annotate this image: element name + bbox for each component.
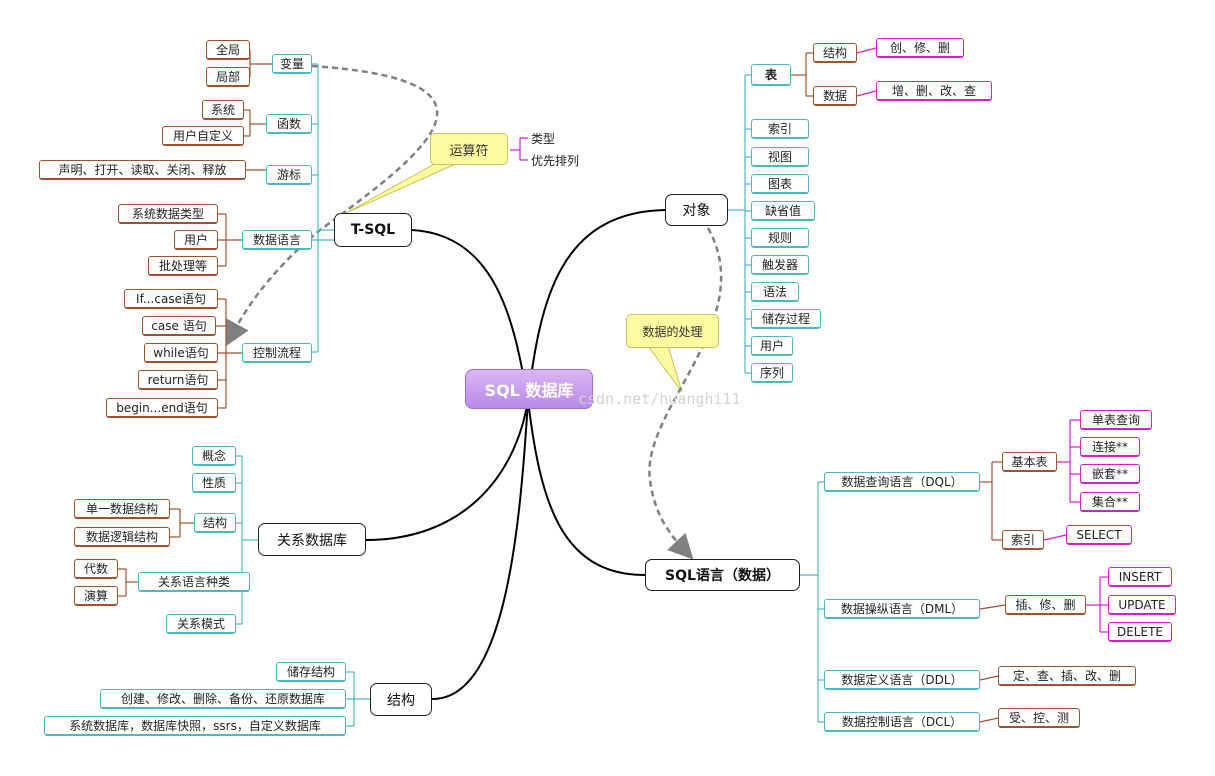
- variable-node[interactable]: 变量: [272, 54, 312, 74]
- structure-node[interactable]: 结构: [370, 683, 432, 716]
- user-node[interactable]: 用户: [174, 230, 218, 250]
- branch-structure-curve: [431, 399, 529, 701]
- data-processing-callout[interactable]: 数据的处理: [626, 314, 719, 348]
- branch-sql-curve: [527, 399, 646, 576]
- watermark: csdn.net/huanghi11: [578, 390, 741, 408]
- table-data-node[interactable]: 数据: [813, 86, 857, 106]
- dcl-node[interactable]: 数据控制语言（DCL）: [824, 712, 980, 732]
- object-rule-node[interactable]: 规则: [751, 228, 809, 248]
- algebra-node[interactable]: 代数: [74, 559, 118, 579]
- system-datatype-node[interactable]: 系统数据类型: [118, 204, 218, 224]
- dashed-arrow-objects-sql: [648, 227, 723, 560]
- object-default-node[interactable]: 缺省值: [751, 201, 815, 221]
- case-node[interactable]: case 语句: [142, 316, 216, 336]
- insert-node[interactable]: INSERT: [1108, 567, 1172, 587]
- tsql-node[interactable]: T-SQL: [334, 213, 412, 247]
- cursor-node[interactable]: 游标: [266, 165, 312, 185]
- branch-objects-curve: [527, 209, 666, 401]
- nature-node[interactable]: 性质: [192, 473, 236, 493]
- objects-node[interactable]: 对象: [665, 194, 728, 226]
- delete-node[interactable]: DELETE: [1108, 622, 1172, 642]
- object-trigger-node[interactable]: 触发器: [751, 255, 809, 275]
- dcl-ops-node[interactable]: 受、控、测: [998, 708, 1080, 728]
- variable-global-node[interactable]: 全局: [206, 40, 250, 60]
- data-ops-node[interactable]: 增、删、改、查: [876, 81, 992, 101]
- object-user-node[interactable]: 用户: [751, 336, 793, 356]
- object-sequence-node[interactable]: 序列: [751, 363, 793, 383]
- function-system-node[interactable]: 系统: [202, 100, 244, 120]
- ddl-node[interactable]: 数据定义语言（DDL）: [824, 670, 980, 690]
- control-flow-node[interactable]: 控制流程: [242, 343, 312, 363]
- center-node[interactable]: SQL 数据库: [465, 369, 593, 409]
- operator-priority-label: 优先排列: [531, 154, 580, 168]
- join-node[interactable]: 连接**: [1080, 437, 1140, 457]
- sql-language-node[interactable]: SQL语言（数据）: [645, 559, 800, 591]
- concept-node[interactable]: 概念: [192, 446, 236, 466]
- object-view-node[interactable]: 视图: [751, 147, 809, 167]
- cursor-ops-node[interactable]: 声明、打开、读取、关闭、释放: [39, 160, 246, 180]
- operator-type-label: 类型: [531, 132, 556, 146]
- system-db-node[interactable]: 系统数据库，数据库快照，ssrs，自定义数据库: [44, 716, 346, 736]
- object-syntax-node[interactable]: 语法: [751, 282, 799, 302]
- relational-structure-node[interactable]: 结构: [194, 513, 236, 533]
- storage-structure-node[interactable]: 储存结构: [276, 662, 346, 682]
- while-node[interactable]: while语句: [144, 343, 218, 363]
- variable-local-node[interactable]: 局部: [206, 67, 250, 87]
- dql-node[interactable]: 数据查询语言（DQL）: [824, 472, 980, 492]
- object-diagram-node[interactable]: 图表: [751, 174, 809, 194]
- logical-structure-node[interactable]: 数据逻辑结构: [74, 527, 170, 547]
- ddl-ops-node[interactable]: 定、查、插、改、删: [998, 666, 1136, 686]
- relational-db-node[interactable]: 关系数据库: [258, 523, 366, 556]
- batch-node[interactable]: 批处理等: [148, 256, 218, 276]
- object-procedure-node[interactable]: 储存过程: [751, 309, 821, 329]
- data-language-node[interactable]: 数据语言: [242, 230, 312, 250]
- dql-basic-table-node[interactable]: 基本表: [1002, 452, 1057, 472]
- nested-node[interactable]: 嵌套**: [1080, 464, 1140, 484]
- dql-index-node[interactable]: 索引: [1002, 530, 1044, 550]
- dashed-arrow-variable-control: [225, 64, 439, 347]
- update-node[interactable]: UPDATE: [1108, 595, 1176, 615]
- begin-end-node[interactable]: begin...end语句: [106, 398, 218, 418]
- single-table-query-node[interactable]: 单表查询: [1080, 410, 1152, 430]
- set-node[interactable]: 集合**: [1080, 492, 1140, 512]
- select-node[interactable]: SELECT: [1066, 525, 1132, 545]
- return-node[interactable]: return语句: [138, 370, 218, 390]
- relational-language-node[interactable]: 关系语言种类: [138, 572, 250, 592]
- structure-ops-node[interactable]: 创、修、删: [876, 38, 964, 58]
- object-index-node[interactable]: 索引: [751, 119, 809, 139]
- function-user-node[interactable]: 用户自定义: [162, 126, 244, 146]
- function-node[interactable]: 函数: [266, 114, 312, 134]
- operator-callout[interactable]: 运算符: [430, 133, 508, 165]
- dml-ops-node[interactable]: 插、修、删: [1005, 595, 1086, 615]
- if-case-node[interactable]: If...case语句: [124, 289, 218, 309]
- relational-schema-node[interactable]: 关系模式: [166, 614, 236, 634]
- calculus-node[interactable]: 演算: [74, 586, 118, 606]
- single-structure-node[interactable]: 单一数据结构: [74, 499, 170, 519]
- table-structure-node[interactable]: 结构: [813, 43, 857, 63]
- dml-node[interactable]: 数据操纵语言（DML）: [824, 599, 980, 619]
- branch-relational-curve: [365, 399, 529, 541]
- db-operations-node[interactable]: 创建、修改、删除、备份、还原数据库: [100, 689, 346, 709]
- table-node[interactable]: 表: [751, 64, 791, 86]
